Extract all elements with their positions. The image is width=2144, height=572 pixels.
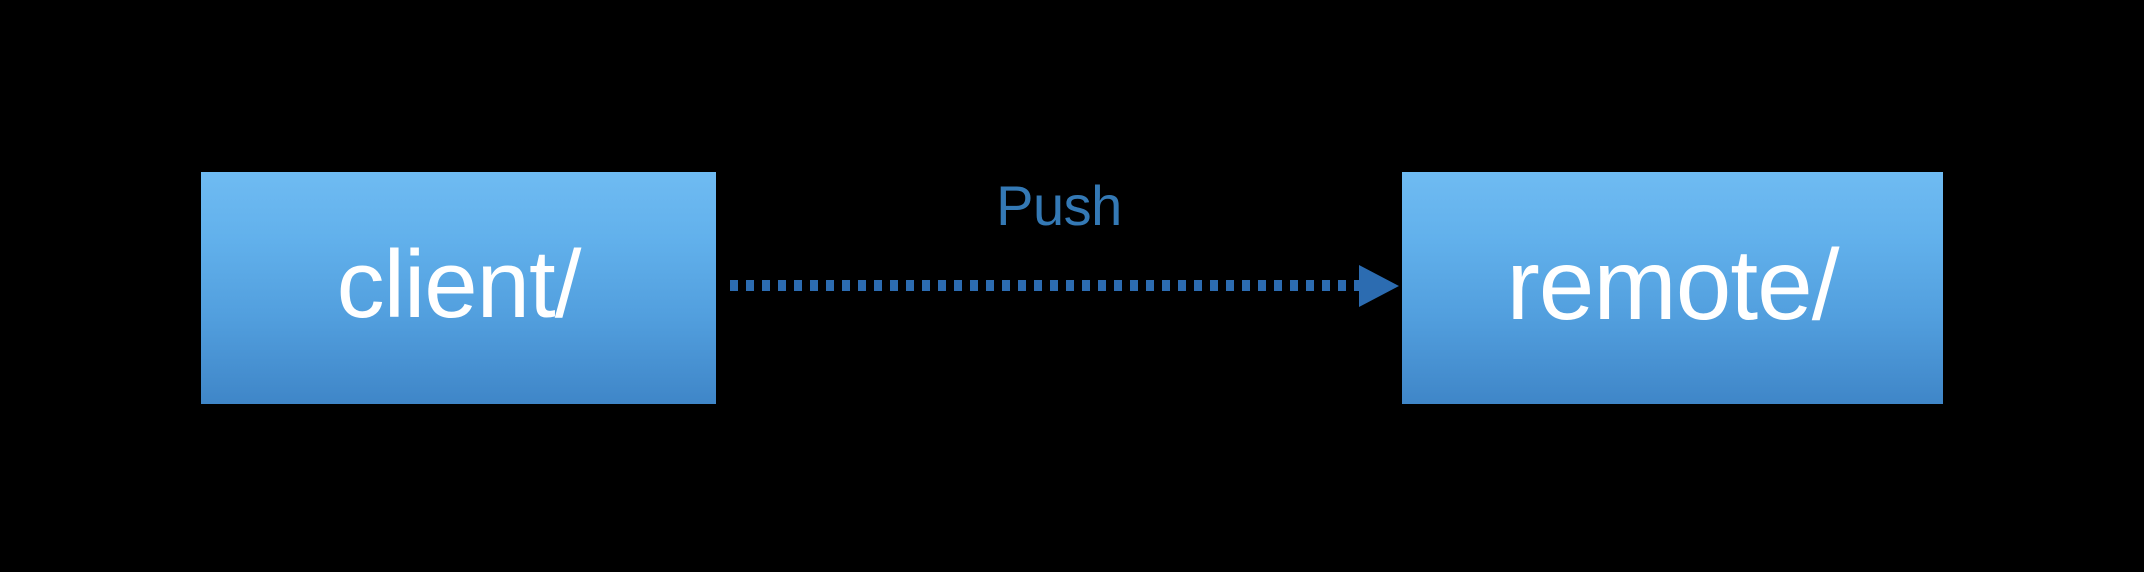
arrow-right-icon [1359,265,1399,307]
diagram-node-client[interactable]: client/ [201,172,716,404]
diagram-node-remote[interactable]: remote/ [1402,172,1943,404]
dotted-line-icon [730,280,1370,291]
node-label-remote: remote/ [1506,229,1839,341]
diagram-edge-push[interactable]: Push [716,150,1402,330]
node-label-client: client/ [336,231,582,338]
edge-label-push: Push [996,174,1122,237]
